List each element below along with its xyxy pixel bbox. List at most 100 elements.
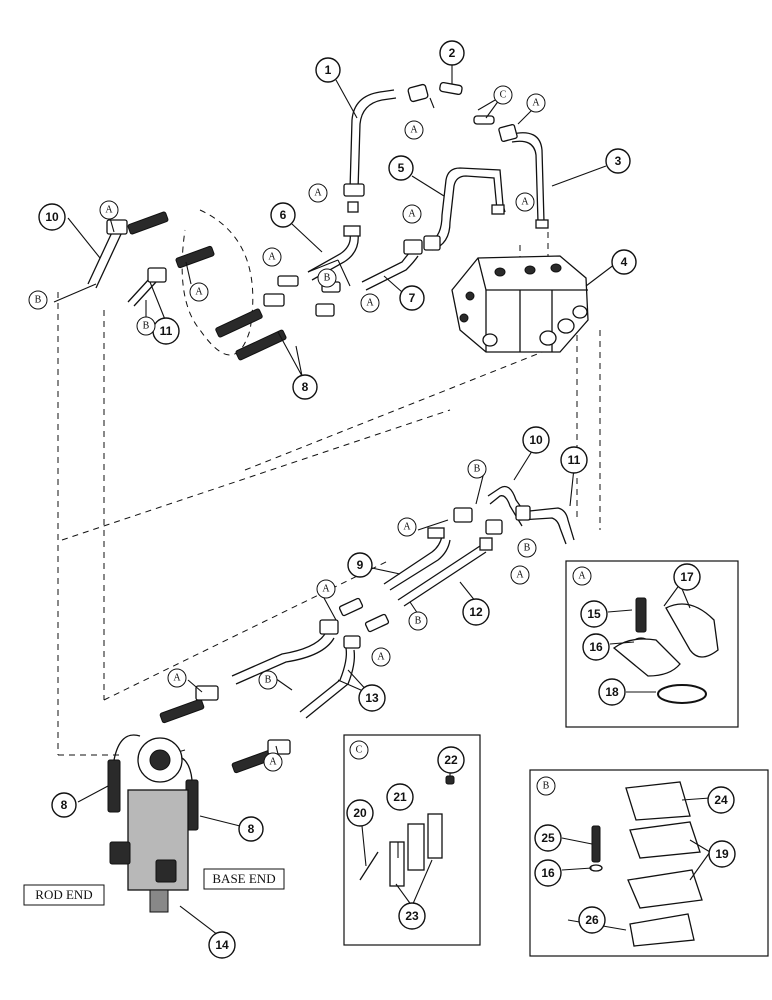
- svg-text:12: 12: [469, 605, 483, 619]
- svg-text:8: 8: [302, 380, 309, 394]
- svg-text:A: A: [532, 98, 540, 109]
- callout-1[interactable]: 1: [315, 57, 341, 83]
- callout-8-right[interactable]: 8: [238, 816, 264, 842]
- letter-c[interactable]: C: [493, 85, 513, 105]
- svg-text:A: A: [195, 287, 203, 298]
- callout-2[interactable]: 2: [439, 40, 465, 66]
- callout-13[interactable]: 13: [358, 684, 386, 712]
- svg-text:21: 21: [393, 790, 407, 804]
- callout-8-upper[interactable]: 8: [292, 374, 318, 400]
- svg-text:A: A: [516, 570, 524, 581]
- letter-a[interactable]: A: [526, 93, 546, 113]
- callout-6[interactable]: 6: [270, 202, 296, 228]
- callout-5[interactable]: 5: [388, 155, 414, 181]
- svg-text:A: A: [105, 205, 113, 216]
- rod-end-label: ROD END: [23, 884, 105, 906]
- callout-10-upper[interactable]: 10: [38, 203, 66, 231]
- svg-text:A: A: [268, 252, 276, 263]
- svg-text:C: C: [500, 90, 507, 101]
- callout-7[interactable]: 7: [399, 285, 425, 311]
- letter-a[interactable]: A: [360, 293, 380, 313]
- callout-26[interactable]: 26: [578, 906, 606, 934]
- callout-17[interactable]: 17: [673, 563, 701, 591]
- svg-text:11: 11: [160, 324, 173, 338]
- svg-text:BASE END: BASE END: [212, 871, 275, 886]
- callout-11-lower[interactable]: 11: [560, 446, 588, 474]
- letter-a[interactable]: A: [510, 565, 530, 585]
- svg-text:6: 6: [280, 208, 287, 222]
- callout-15[interactable]: 15: [580, 600, 608, 628]
- svg-text:2: 2: [449, 46, 456, 60]
- letter-callouts: A C A A A A A A B A B A B B A B A A B A …: [28, 85, 546, 772]
- svg-text:3: 3: [615, 154, 622, 168]
- callout-9[interactable]: 9: [347, 552, 373, 578]
- svg-text:13: 13: [365, 691, 379, 705]
- lower-pipe-assembly: [159, 485, 575, 774]
- svg-text:20: 20: [353, 806, 367, 820]
- letter-a[interactable]: A: [404, 120, 424, 140]
- callout-24[interactable]: 24: [707, 786, 735, 814]
- letter-b[interactable]: B: [258, 670, 278, 690]
- letter-b[interactable]: B: [467, 459, 487, 479]
- svg-text:B: B: [543, 781, 550, 792]
- svg-text:B: B: [143, 321, 150, 332]
- letter-a[interactable]: A: [316, 579, 336, 599]
- callout-12[interactable]: 12: [462, 598, 490, 626]
- hydraulic-cylinder: [107, 734, 199, 913]
- svg-text:B: B: [524, 543, 531, 554]
- callout-3[interactable]: 3: [605, 148, 631, 174]
- svg-text:25: 25: [541, 831, 555, 845]
- letter-a[interactable]: A: [397, 517, 417, 537]
- letter-a[interactable]: A: [99, 200, 119, 220]
- callout-25[interactable]: 25: [534, 824, 562, 852]
- letter-a[interactable]: A: [308, 183, 328, 203]
- callout-11-upper[interactable]: 11: [152, 317, 180, 345]
- letter-b[interactable]: B: [317, 268, 337, 288]
- callout-21[interactable]: 21: [386, 783, 414, 811]
- control-valve: [451, 255, 589, 353]
- callout-14[interactable]: 14: [208, 931, 236, 959]
- svg-text:C: C: [356, 745, 363, 756]
- callout-16-inset-b[interactable]: 16: [534, 859, 562, 887]
- callout-23[interactable]: 23: [398, 902, 426, 930]
- svg-text:A: A: [377, 652, 385, 663]
- svg-text:26: 26: [585, 913, 599, 927]
- callout-10-lower[interactable]: 10: [522, 426, 550, 454]
- svg-text:A: A: [521, 197, 529, 208]
- svg-text:A: A: [269, 757, 277, 768]
- letter-a[interactable]: A: [402, 204, 422, 224]
- letter-a[interactable]: A: [262, 247, 282, 267]
- svg-text:A: A: [314, 188, 322, 199]
- letter-b[interactable]: B: [136, 316, 156, 336]
- upper-pipe-assembly: [87, 81, 549, 361]
- svg-text:B: B: [35, 295, 42, 306]
- svg-text:7: 7: [409, 291, 416, 305]
- letter-b[interactable]: B: [408, 611, 428, 631]
- svg-text:23: 23: [405, 909, 419, 923]
- letter-b[interactable]: B: [28, 290, 48, 310]
- letter-a[interactable]: A: [515, 192, 535, 212]
- letter-a[interactable]: A: [167, 668, 187, 688]
- svg-text:19: 19: [715, 847, 729, 861]
- callout-18[interactable]: 18: [598, 678, 626, 706]
- callout-8-left[interactable]: 8: [51, 792, 77, 818]
- svg-text:A: A: [366, 298, 374, 309]
- callout-19[interactable]: 19: [708, 840, 736, 868]
- callout-20[interactable]: 20: [346, 799, 374, 827]
- callout-22[interactable]: 22: [437, 746, 465, 774]
- svg-text:8: 8: [61, 798, 68, 812]
- letter-b[interactable]: B: [517, 538, 537, 558]
- svg-text:A: A: [408, 209, 416, 220]
- letter-a[interactable]: A: [189, 282, 209, 302]
- svg-text:8: 8: [248, 822, 255, 836]
- svg-text:10: 10: [45, 210, 59, 224]
- letter-a[interactable]: A: [263, 752, 283, 772]
- svg-text:9: 9: [357, 558, 364, 572]
- inset-c-title: C: [349, 740, 369, 760]
- callout-16-inset-a[interactable]: 16: [582, 633, 610, 661]
- svg-text:A: A: [322, 584, 330, 595]
- letter-a[interactable]: A: [371, 647, 391, 667]
- callout-4[interactable]: 4: [611, 249, 637, 275]
- svg-text:B: B: [324, 273, 331, 284]
